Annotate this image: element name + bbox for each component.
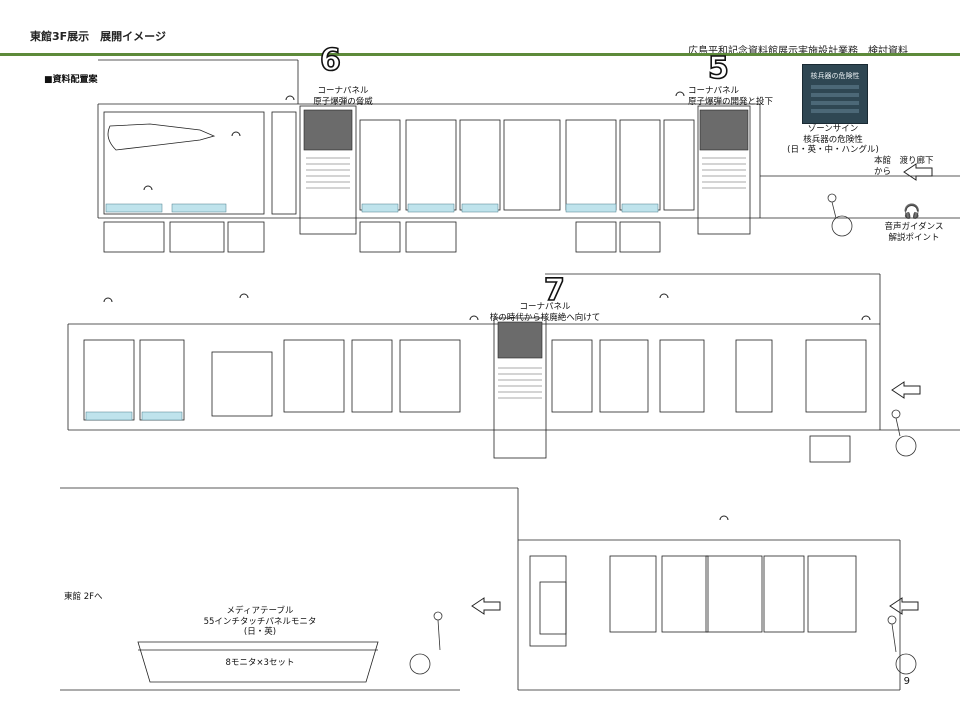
corner-title-6: コーナパネル — [317, 86, 369, 96]
media-table-line2: 55インチタッチパネルモニタ — [203, 616, 317, 627]
east-exit-label: 東館 2Fへ — [64, 592, 103, 602]
media-table-line3: (日・英) — [243, 627, 277, 638]
zone-sign-caption-line1: 核兵器の危険性 — [803, 134, 863, 145]
page-number: 9 — [903, 676, 910, 687]
arrival-line2: から — [874, 166, 892, 177]
header-divider — [0, 53, 960, 56]
zone-sign-label: 核兵器の危険性 — [810, 72, 860, 80]
media-table-caption: メディアテーブル 55インチタッチパネルモニタ (日・英) — [170, 606, 350, 638]
corner-subtitle-5: 原子爆弾の開発と投下 — [688, 96, 774, 107]
headphones-icon: 🎧 — [903, 204, 921, 220]
media-table-line1: メディアテーブル — [226, 606, 294, 616]
corner-number-5: 5 — [707, 51, 729, 86]
corner-number-6: 6 — [319, 43, 341, 78]
corner-number-7: 7 — [543, 273, 565, 308]
corner-title-7: コーナパネル — [519, 302, 571, 312]
zone-sign-caption-title: ゾーンサイン — [807, 124, 859, 134]
arrival-label: 本館 渡り廊下 から — [874, 156, 954, 177]
zone-sign-caption-line2: (日・英・中・ハングル) — [787, 145, 879, 156]
corner-caption-5: コーナパネル 原子爆弾の開発と投下 — [688, 86, 798, 107]
audio-guide-line1: 音声ガイダンス — [884, 222, 944, 232]
zone-sign-caption: ゾーンサイン 核兵器の危険性 (日・英・中・ハングル) — [778, 124, 888, 156]
arrival-line1: 本館 渡り廊下 — [874, 156, 934, 166]
section-title: ■資料配置案 — [44, 75, 98, 85]
page-header-left: 東館3F展示 展開イメージ — [30, 30, 166, 43]
media-table-base-label: 8モニタ×3セット — [225, 658, 295, 668]
zone-sign-graphic: 核兵器の危険性 — [802, 64, 868, 124]
corner-subtitle-6: 原子爆弾の脅威 — [313, 96, 373, 107]
corner-title-5: コーナパネル — [688, 86, 740, 96]
corner-caption-6: コーナパネル 原子爆弾の脅威 — [288, 86, 398, 107]
audio-guide-legend: 音声ガイダンス 解説ポイント — [876, 222, 952, 243]
audio-guide-line2: 解説ポイント — [888, 232, 940, 243]
page-header-right: 広島平和記念資料館展示実施設計業務 検討資料 — [688, 46, 908, 57]
